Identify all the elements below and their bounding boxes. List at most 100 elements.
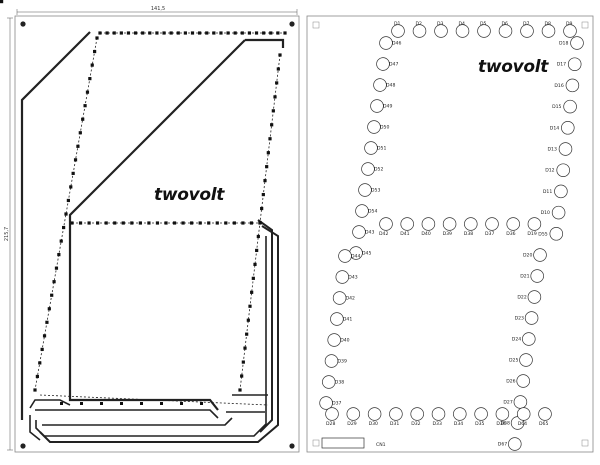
- led-footprint: D37: [319, 396, 342, 410]
- led-label: D39: [338, 359, 347, 365]
- led-pad: [96, 221, 100, 225]
- led-pad: [71, 171, 75, 175]
- led-label: D11: [543, 189, 552, 195]
- led-label: D42: [346, 296, 355, 302]
- led-pad: [226, 31, 230, 35]
- trace: [39, 225, 279, 443]
- led-circle: [554, 184, 568, 199]
- led-label: D48: [386, 83, 395, 89]
- trace: [35, 409, 219, 419]
- led-pad: [246, 318, 250, 322]
- dimension-width-label: 141,5: [151, 6, 165, 12]
- led-pad: [261, 192, 265, 197]
- led-footprint: D30: [367, 407, 382, 427]
- led-circle: [325, 407, 339, 421]
- led-circle: [565, 78, 580, 93]
- led-label: D30: [369, 421, 378, 427]
- led-pad: [81, 117, 85, 121]
- led-circle: [558, 142, 573, 156]
- led-label: D32: [411, 421, 420, 427]
- trace: [245, 38, 285, 48]
- led-pad: [183, 31, 187, 35]
- led-footprint: D36: [506, 217, 520, 237]
- led-label: D38: [335, 380, 344, 386]
- led-pad: [250, 290, 254, 294]
- led-pad: [33, 388, 37, 392]
- led-label: D1: [394, 21, 401, 27]
- led-pad: [207, 221, 211, 225]
- led-segment: [98, 31, 287, 35]
- left-brand-logo: twovolt: [154, 185, 225, 205]
- trace: [29, 415, 41, 441]
- led-pad: [162, 31, 166, 35]
- led-label: D51: [377, 146, 386, 152]
- led-footprint: D64: [516, 407, 531, 427]
- led-footprint: D47: [376, 57, 398, 71]
- led-circle: [346, 407, 361, 421]
- led-label: D15: [552, 104, 561, 110]
- led-circle: [370, 99, 384, 113]
- connector-cn1: [321, 437, 365, 449]
- led-pad: [258, 221, 262, 225]
- led-label: D65: [539, 421, 548, 427]
- led-label: D49: [383, 104, 392, 110]
- led-label: D52: [374, 167, 383, 173]
- led-footprint: D36: [495, 407, 510, 427]
- led-circle: [367, 120, 381, 134]
- led-label: D47: [389, 62, 398, 68]
- led-circle: [516, 374, 530, 388]
- led-footprint: D65: [538, 407, 552, 427]
- led-footprint: D48: [373, 78, 395, 92]
- led-label: D41: [343, 317, 352, 323]
- led-circle: [549, 227, 564, 241]
- led-pad: [113, 221, 117, 225]
- led-pad: [276, 67, 280, 71]
- led-pad: [180, 402, 183, 405]
- led-pad: [62, 225, 66, 230]
- led-footprint: D41: [330, 312, 352, 326]
- led-pad: [263, 179, 267, 183]
- trace: [42, 417, 233, 426]
- led-circle: [421, 217, 436, 231]
- led-footprint: D20: [523, 248, 547, 262]
- led-footprint: D23: [515, 311, 539, 325]
- led-pad: [200, 402, 203, 405]
- led-circle: [361, 162, 375, 176]
- led-label: D17: [557, 62, 566, 68]
- led-pad: [54, 266, 59, 270]
- led-footprint: D7: [520, 21, 534, 38]
- led-footprint: D4: [455, 21, 470, 38]
- led-footprint: D29: [346, 407, 361, 427]
- led-footprint: D42: [379, 217, 393, 237]
- led-circle: [410, 407, 424, 421]
- led-pad: [130, 221, 134, 225]
- led-footprint: D43: [335, 270, 358, 284]
- led-pad: [93, 49, 97, 54]
- led-pad: [80, 402, 83, 405]
- led-circle: [556, 163, 570, 177]
- led-circle: [358, 183, 372, 197]
- led-pad: [260, 206, 264, 211]
- led-footprint: D41: [400, 217, 414, 237]
- led-label: D54: [368, 209, 377, 215]
- led-footprint: D12: [545, 163, 570, 177]
- led-pad: [273, 95, 277, 99]
- led-pad: [95, 36, 99, 40]
- led-circle: [551, 205, 566, 220]
- led-label: D7: [523, 21, 530, 27]
- led-footprint: D6: [498, 21, 513, 38]
- led-pad: [64, 212, 68, 216]
- led-circle: [364, 141, 378, 155]
- led-pad: [270, 123, 274, 127]
- led-footprint: D15: [552, 99, 577, 114]
- led-pad: [119, 31, 123, 35]
- led-pad: [251, 276, 255, 280]
- led-pad: [181, 221, 185, 225]
- led-pad: [45, 320, 49, 324]
- right-board-outline: [306, 15, 594, 453]
- led-circle: [376, 57, 390, 71]
- led-circle: [338, 249, 352, 263]
- led-circle: [570, 36, 584, 50]
- led-pad: [276, 31, 280, 35]
